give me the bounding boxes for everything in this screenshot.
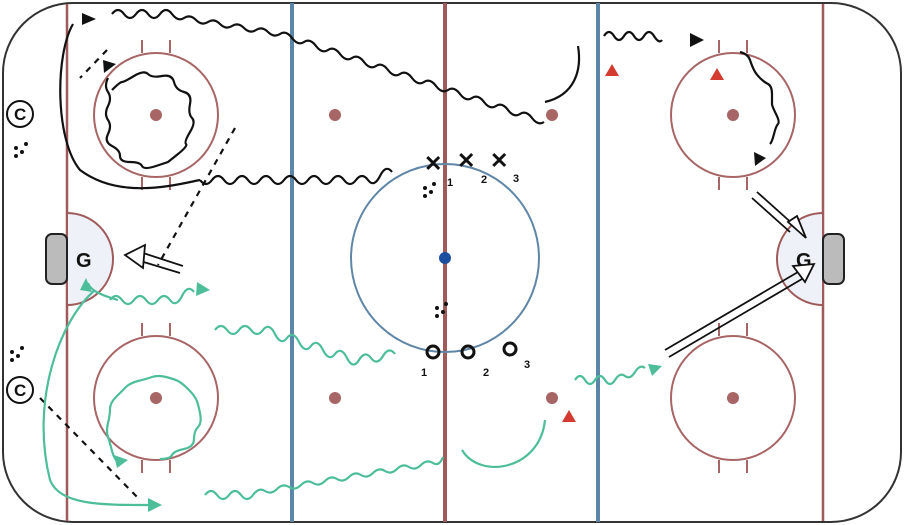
arrowhead — [148, 498, 162, 512]
coach-marker — [6, 376, 34, 404]
puck-group — [435, 302, 448, 318]
right-crease — [776, 211, 824, 307]
shot-arrow-left-head — [123, 243, 147, 270]
coach-label: C — [14, 105, 26, 124]
cone — [605, 64, 619, 76]
shot-arrow-right-bottom — [664, 271, 803, 358]
arrowhead — [690, 33, 704, 47]
x-wavy-right-top — [603, 30, 663, 43]
arrowhead — [103, 60, 116, 73]
shot-arrow-right-bottom-head — [791, 262, 816, 284]
faceoff-dot — [150, 109, 162, 121]
center-circle — [350, 163, 540, 353]
right-goal-net — [822, 233, 845, 285]
player-o-3-number: 3 — [524, 359, 530, 371]
faceoff-dot — [546, 392, 558, 404]
o-loop-bottom-circle — [105, 374, 202, 466]
o-wavy-upper — [109, 287, 195, 306]
faceoff-circles — [93, 40, 796, 473]
x-wavy-skate-top — [111, 8, 545, 125]
player-x-3: ✕ — [490, 148, 508, 173]
o-outer-curve — [42, 289, 151, 507]
shot-arrow-right-top-head — [786, 214, 807, 239]
player-x-1-number: 1 — [447, 177, 453, 189]
faceoff-dot — [727, 392, 739, 404]
player-o-1-number: 1 — [421, 367, 427, 379]
faceoff-circle-bottom-right — [670, 335, 796, 461]
shot-arrows — [123, 191, 816, 358]
team-x-players: ✕ ✕ ✕ 1 2 3 — [424, 148, 519, 189]
arrowhead — [114, 455, 128, 468]
o-wavy-right-neutral — [574, 365, 646, 386]
player-o-2-number: 2 — [483, 367, 489, 379]
hash-marks — [141, 40, 748, 473]
faceoff-dot — [727, 109, 739, 121]
arrowhead — [80, 278, 92, 292]
left-goal-net — [45, 233, 68, 285]
player-x-2: ✕ — [457, 148, 475, 173]
puck-group — [423, 182, 436, 198]
faceoff-circle-top-right — [670, 52, 796, 178]
faceoff-circle-bottom-left — [93, 335, 219, 461]
cones — [562, 64, 724, 422]
player-x-2-number: 2 — [481, 174, 487, 186]
player-x-1: ✕ — [424, 151, 442, 176]
x-loop-around-circle — [104, 71, 195, 170]
coach-top: C — [6, 100, 34, 128]
x-outer-curve — [59, 23, 201, 190]
faceoff-dots — [150, 109, 739, 404]
player-x-3-number: 3 — [513, 173, 519, 185]
left-goalie-label: G — [76, 250, 92, 272]
team-o-skating-paths — [42, 282, 646, 507]
player-o-2 — [460, 344, 476, 360]
team-x-arrowheads — [82, 13, 766, 166]
left-goal-area: G — [45, 211, 114, 307]
coach-label: C — [14, 381, 26, 400]
team-x-skating-paths — [39, 8, 780, 501]
faceoff-dot — [546, 109, 558, 121]
o-curve-bottom-center — [461, 419, 547, 468]
center-dot — [439, 252, 451, 264]
pucks — [10, 142, 448, 362]
cone — [562, 410, 576, 422]
puck-group — [14, 142, 28, 158]
coach-marker — [6, 100, 34, 128]
cone — [710, 68, 724, 80]
faceoff-dot — [329, 109, 341, 121]
faceoff-dot — [150, 392, 162, 404]
x-curve-top-center — [544, 45, 581, 104]
faceoff-dot — [329, 392, 341, 404]
coach-bottom: C — [6, 376, 34, 404]
arrowhead — [754, 152, 766, 166]
shot-arrow-right-top — [751, 191, 796, 233]
player-o-1 — [425, 344, 441, 360]
arrowhead — [82, 13, 96, 25]
player-o-3 — [502, 341, 518, 357]
o-wavy-from-circle — [214, 324, 396, 366]
x-wavy-right-circle — [739, 50, 780, 145]
puck-group — [10, 346, 24, 362]
x-wavy-skate-return — [199, 167, 393, 186]
right-goal-area: G — [776, 211, 845, 307]
arrowhead — [648, 364, 662, 376]
o-wavy-low-right — [204, 456, 445, 501]
arrowhead — [196, 282, 210, 296]
team-o-arrowheads — [80, 278, 662, 512]
x-pass-dashed-2 — [157, 127, 236, 266]
team-o-players: 1 2 3 — [421, 341, 530, 379]
faceoff-circle-top-left — [93, 52, 219, 178]
